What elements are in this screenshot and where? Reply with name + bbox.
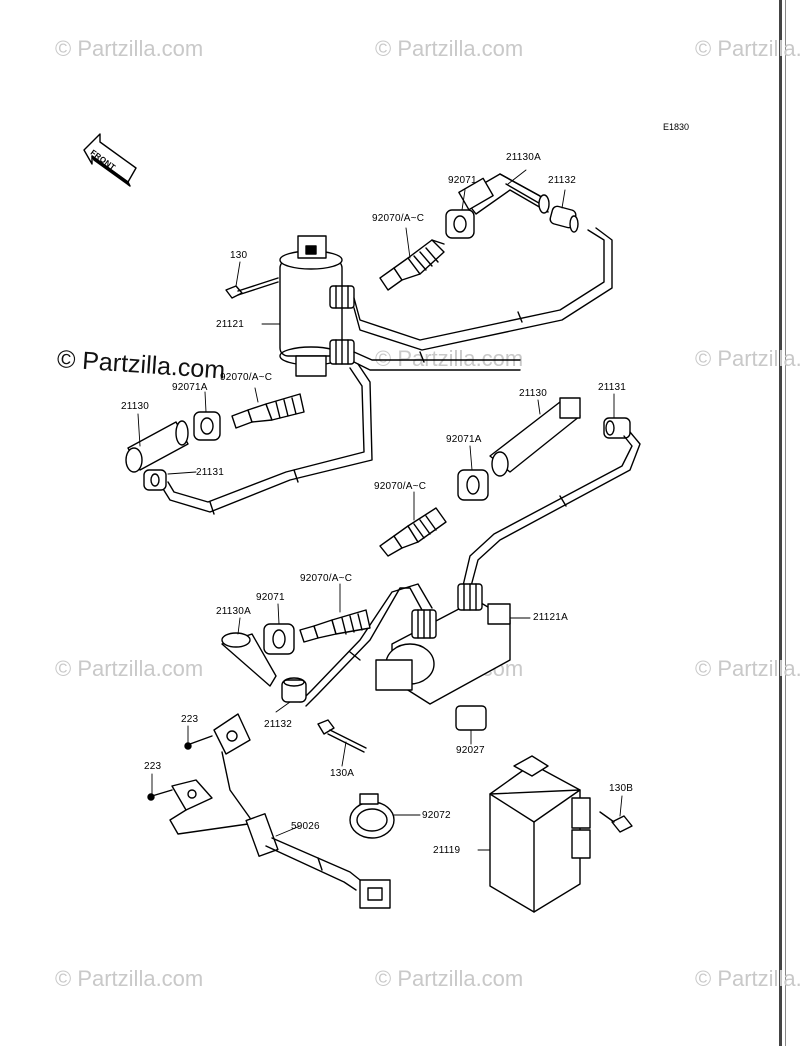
- part-label-92072[interactable]: 92072: [422, 810, 451, 821]
- clamp-92072: [349, 793, 395, 839]
- watermark: © Partzilla.com: [695, 36, 800, 61]
- watermark: © Partzilla.com: [375, 346, 524, 371]
- bolt-130A: [317, 719, 367, 753]
- part-label-92070-right[interactable]: 92070/A~C: [374, 481, 427, 492]
- wire-harness-59026: [245, 813, 391, 909]
- part-label-92070-low[interactable]: 92070/A~C: [300, 573, 353, 584]
- bolt-130: [225, 277, 279, 299]
- part-label-21130A-top[interactable]: 21130A: [506, 152, 541, 163]
- part-label-130[interactable]: 130: [230, 250, 248, 261]
- seal-92071A-left: [193, 411, 221, 441]
- part-label-223-b[interactable]: 223: [144, 761, 162, 772]
- ignition-coil-21121A: [375, 599, 511, 705]
- part-label-21131-left[interactable]: 21131: [196, 467, 225, 478]
- cap-21131-right: [603, 417, 631, 439]
- part-label-92070-mid[interactable]: 92070/A~C: [220, 372, 273, 383]
- part-label-130B[interactable]: 130B: [609, 783, 634, 794]
- part-label-59026[interactable]: 59026: [291, 821, 320, 832]
- part-label-21121A[interactable]: 21121A: [533, 612, 568, 623]
- high-tension-lead-right: [461, 431, 641, 591]
- high-tension-lead-lower: [299, 583, 433, 707]
- part-label-92027[interactable]: 92027: [456, 745, 485, 756]
- seal-92071-top: [445, 209, 475, 239]
- right-border-line: [779, 0, 782, 1046]
- watermark: © Partzilla.com: [375, 966, 524, 991]
- part-label-92071A-right[interactable]: 92071A: [446, 434, 482, 445]
- spark-plug-right: [379, 507, 447, 557]
- watermark: © Partzilla.com: [55, 36, 204, 61]
- cdi-unit-21119: [489, 755, 591, 913]
- watermark: © Partzilla.com: [55, 656, 204, 681]
- part-label-21130A-low[interactable]: 21130A: [216, 606, 251, 617]
- watermark: © Partzilla.com: [375, 36, 524, 61]
- watermark: © Partzilla.com: [695, 346, 800, 371]
- coil-terminal-nut-lower: [411, 583, 483, 639]
- pickup-coil-assembly: [147, 713, 251, 835]
- seal-92071A-right: [457, 469, 489, 501]
- spark-plug-mid: [231, 393, 305, 429]
- part-label-21131-right[interactable]: 21131: [598, 382, 627, 393]
- plug-cap-21130A-lower: [221, 632, 277, 687]
- spark-plug-lower: [299, 609, 371, 643]
- cap-21131-left: [143, 469, 167, 491]
- seal-92071-lower: [263, 623, 295, 655]
- leader-lines: [137, 169, 623, 851]
- part-label-92071-top[interactable]: 92071: [448, 175, 477, 186]
- bolt-130B: [599, 811, 633, 833]
- watermark: © Partzilla.com: [695, 656, 800, 681]
- part-label-223-a[interactable]: 223: [181, 714, 199, 725]
- watermark: © Partzilla.com: [695, 966, 800, 991]
- collar-92027: [455, 705, 487, 731]
- diagram-code: E1830: [663, 122, 690, 132]
- front-arrow-icon: [83, 133, 137, 187]
- part-label-92070-top[interactable]: 92070/A~C: [372, 213, 425, 224]
- right-border-line-thin: [785, 0, 786, 1046]
- plug-cap-21130A-top: [458, 173, 550, 215]
- cap-21132-top: [549, 205, 579, 233]
- high-tension-lead-left: [159, 363, 373, 515]
- part-label-92071-low[interactable]: 92071: [256, 592, 285, 603]
- part-label-21132-low[interactable]: 21132: [264, 719, 293, 730]
- plug-cap-21130-right: [489, 397, 581, 477]
- part-label-21130-right[interactable]: 21130: [519, 388, 548, 399]
- part-label-130A[interactable]: 130A: [330, 768, 355, 779]
- plug-cap-21130-left: [125, 420, 189, 473]
- coil-terminal-nut: [329, 285, 355, 365]
- cap-21132-lower: [281, 677, 307, 703]
- high-tension-lead-upper: [353, 227, 613, 371]
- part-label-92071A-left[interactable]: 92071A: [172, 382, 208, 393]
- ignition-coil-21121: [279, 235, 343, 377]
- part-label-21121[interactable]: 21121: [216, 319, 245, 330]
- part-label-21132-top[interactable]: 21132: [548, 175, 577, 186]
- part-label-21130-left[interactable]: 21130: [121, 401, 150, 412]
- watermark: © Partzilla.com: [55, 966, 204, 991]
- part-label-21119[interactable]: 21119: [433, 845, 461, 856]
- spark-plug-top: [379, 239, 445, 291]
